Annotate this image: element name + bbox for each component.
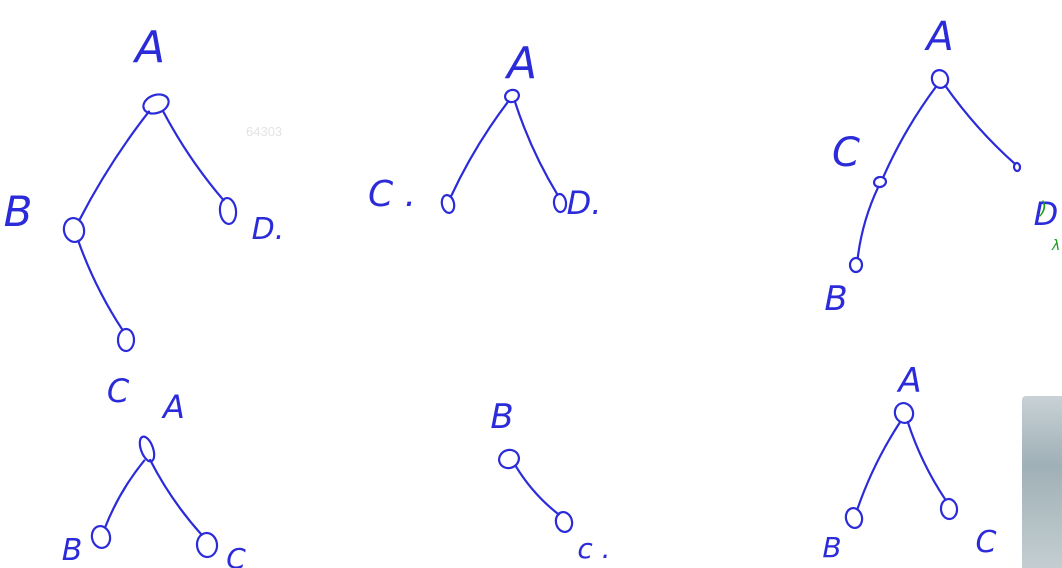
node-label: A — [923, 14, 953, 60]
tree-edge — [944, 84, 1017, 166]
tree-edge — [449, 100, 510, 198]
tree-edge — [881, 85, 938, 179]
tree-node — [218, 196, 238, 226]
tree-node — [872, 175, 888, 189]
node-label: A — [896, 361, 921, 401]
video-thumbnail[interactable] — [1022, 396, 1062, 568]
node-label: C — [976, 525, 997, 560]
tree-node — [893, 402, 915, 424]
tree-node — [62, 216, 86, 244]
node-label: C — [832, 130, 860, 176]
tree-node — [552, 192, 568, 214]
green-mark: ) — [1040, 198, 1048, 219]
green-mark-2: λ — [1052, 238, 1061, 254]
node-label: A — [132, 22, 165, 73]
tree-edge — [149, 458, 203, 536]
node-label: A — [161, 388, 185, 426]
tree-edge — [162, 110, 225, 202]
node-label: B — [824, 279, 847, 319]
node-label: D. — [567, 184, 602, 222]
node-label: D — [1034, 195, 1059, 233]
tree-node — [138, 435, 156, 463]
tree-edge — [78, 110, 151, 222]
node-label: C . — [368, 174, 416, 215]
tree-node — [195, 531, 219, 559]
tree-node — [90, 524, 112, 550]
tree-edge — [104, 459, 146, 529]
tree-edge — [856, 420, 902, 511]
node-label: C — [226, 542, 246, 568]
tree-node — [844, 506, 864, 530]
tree-node — [440, 194, 456, 214]
tree-node — [930, 69, 950, 89]
tree-edge — [906, 420, 947, 502]
node-label: B — [822, 531, 841, 564]
node-label: D. — [252, 212, 285, 247]
tree-node — [504, 88, 520, 104]
tree-node — [498, 448, 520, 470]
tree-node — [848, 256, 864, 274]
tree-edge — [514, 464, 560, 516]
tree-node — [554, 510, 574, 534]
tree-edge — [856, 185, 880, 260]
tree-node — [1012, 161, 1022, 173]
tree-edge — [513, 100, 559, 196]
node-label: c . — [577, 532, 610, 565]
node-label: A — [504, 38, 537, 89]
node-label: B — [4, 187, 33, 236]
tree-node — [142, 93, 170, 115]
tree-t6: A B C — [822, 361, 996, 564]
tree-t5: Bc . — [490, 397, 610, 565]
tree-t3: A C D B — [824, 14, 1058, 319]
tree-t2: A C . D. — [368, 38, 601, 222]
tree-edge — [77, 239, 124, 332]
tree-node — [116, 327, 136, 353]
watermark-text: 64303 — [246, 124, 283, 139]
node-label: C — [107, 372, 130, 410]
tree-t1: A B D. C — [4, 22, 285, 410]
tree-node — [939, 497, 959, 521]
node-label: B — [490, 397, 513, 437]
tree-t4: A B C — [62, 388, 247, 568]
node-label: B — [62, 533, 83, 568]
